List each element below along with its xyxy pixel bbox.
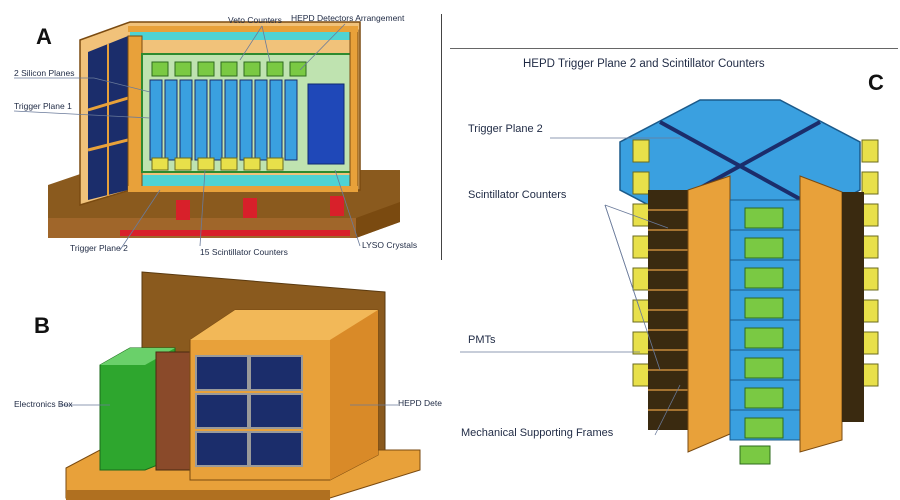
- panel-c-pmts-center: [744, 207, 784, 439]
- label-veto-counters: Veto Counters: [228, 15, 282, 25]
- panel-a-scintillator-bars: [149, 79, 298, 161]
- panel-a-foot: [330, 196, 344, 216]
- panel-c-mechanical-frame-left: [687, 175, 731, 453]
- vertical-divider: [441, 14, 442, 260]
- panel-c-diagram: [460, 99, 879, 465]
- panel-c-title: HEPD Trigger Plane 2 and Scintillator Co…: [523, 58, 765, 70]
- panel-a-foot: [243, 198, 257, 218]
- panel-c-letter: C: [868, 70, 884, 95]
- label-scintillator-counters-15: 15 Scintillator Counters: [200, 247, 288, 257]
- label-trigger-plane-1: Trigger Plane 1: [14, 101, 72, 111]
- panel-c-right-stack: [842, 192, 864, 422]
- panel-c-pmts-right: [861, 139, 879, 387]
- label-c-scintillator-counters: Scintillator Counters: [468, 189, 567, 201]
- horizontal-divider: [450, 48, 898, 49]
- panel-c-pmts-left: [632, 139, 650, 387]
- panel-a-diagram: [13, 21, 400, 251]
- panel-b-diagram: [60, 271, 421, 500]
- panel-a-foot: [176, 200, 190, 220]
- label-c-trigger-plane-2: Trigger Plane 2: [468, 123, 543, 135]
- panel-a-lyso-block: [307, 83, 345, 165]
- panel-b-letter: B: [34, 313, 50, 338]
- label-hepd-detector: HEPD Dete: [398, 398, 442, 408]
- label-silicon-planes: 2 Silicon Planes: [14, 68, 75, 78]
- label-electronics-box: Electronics Box: [14, 399, 73, 409]
- panel-a-letter: A: [36, 24, 52, 49]
- panel-c-mechanical-frame-right: [799, 175, 843, 453]
- label-c-pmts: PMTs: [468, 334, 496, 346]
- label-lyso-crystals: LYSO Crystals: [362, 240, 418, 250]
- label-a-trigger-plane-2: Trigger Plane 2: [70, 243, 128, 253]
- label-hepd-arrangement: HEPD Detectors Arrangement: [291, 13, 405, 23]
- panel-a-pmts: [151, 61, 307, 171]
- label-c-mechanical-frames: Mechanical Supporting Frames: [461, 427, 614, 439]
- panel-b-silicon-panels: [195, 355, 303, 467]
